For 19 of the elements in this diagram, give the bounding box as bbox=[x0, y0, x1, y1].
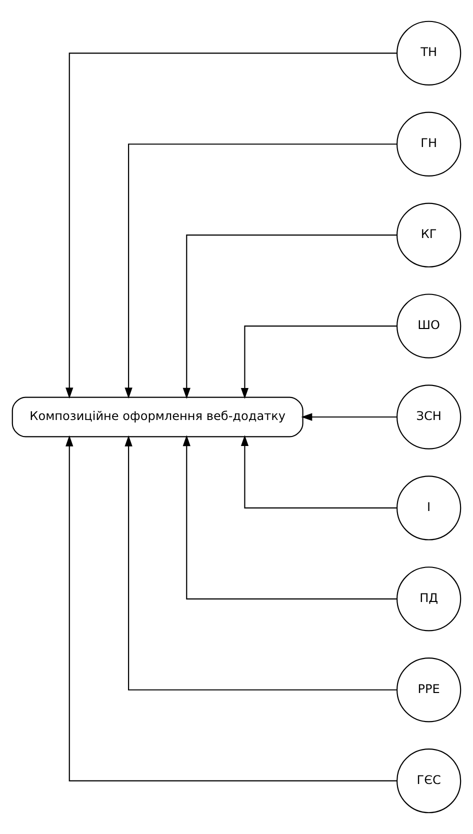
arrow bbox=[124, 144, 397, 399]
arrow bbox=[240, 326, 397, 399]
node-circle: ТН bbox=[396, 20, 462, 86]
arrow bbox=[66, 435, 397, 782]
node-circle: ГН bbox=[396, 112, 462, 176]
node-circle: РРЕ bbox=[396, 658, 462, 722]
node-box: Композиційне оформлення веб-додатку bbox=[12, 396, 304, 438]
arrow bbox=[182, 435, 397, 600]
node-circle: ШО bbox=[396, 294, 462, 358]
arrow bbox=[182, 234, 397, 399]
arrow bbox=[240, 435, 397, 508]
arrow bbox=[66, 52, 397, 399]
arrow bbox=[124, 435, 397, 690]
node-circle: ПД bbox=[396, 566, 462, 632]
node-circle: ЗСН bbox=[396, 384, 462, 450]
node-circle: І bbox=[396, 476, 462, 540]
arrow bbox=[301, 413, 397, 421]
node-circle: ГЄС bbox=[396, 748, 462, 814]
node-circle: КГ bbox=[396, 202, 462, 268]
